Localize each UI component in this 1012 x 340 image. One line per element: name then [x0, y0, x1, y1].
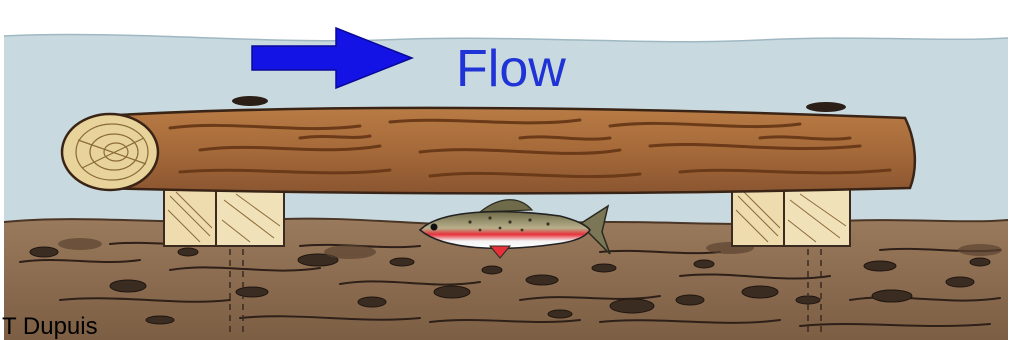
log-end-grain	[62, 114, 158, 190]
trout-eye	[431, 224, 438, 231]
log-knot-left	[232, 96, 268, 106]
support-block-right	[732, 188, 850, 246]
flow-label: Flow	[456, 40, 566, 98]
trout-body	[420, 212, 590, 249]
log-knot-right	[806, 102, 846, 112]
artist-credit: T Dupuis	[2, 313, 98, 340]
support-block-left	[164, 188, 284, 246]
